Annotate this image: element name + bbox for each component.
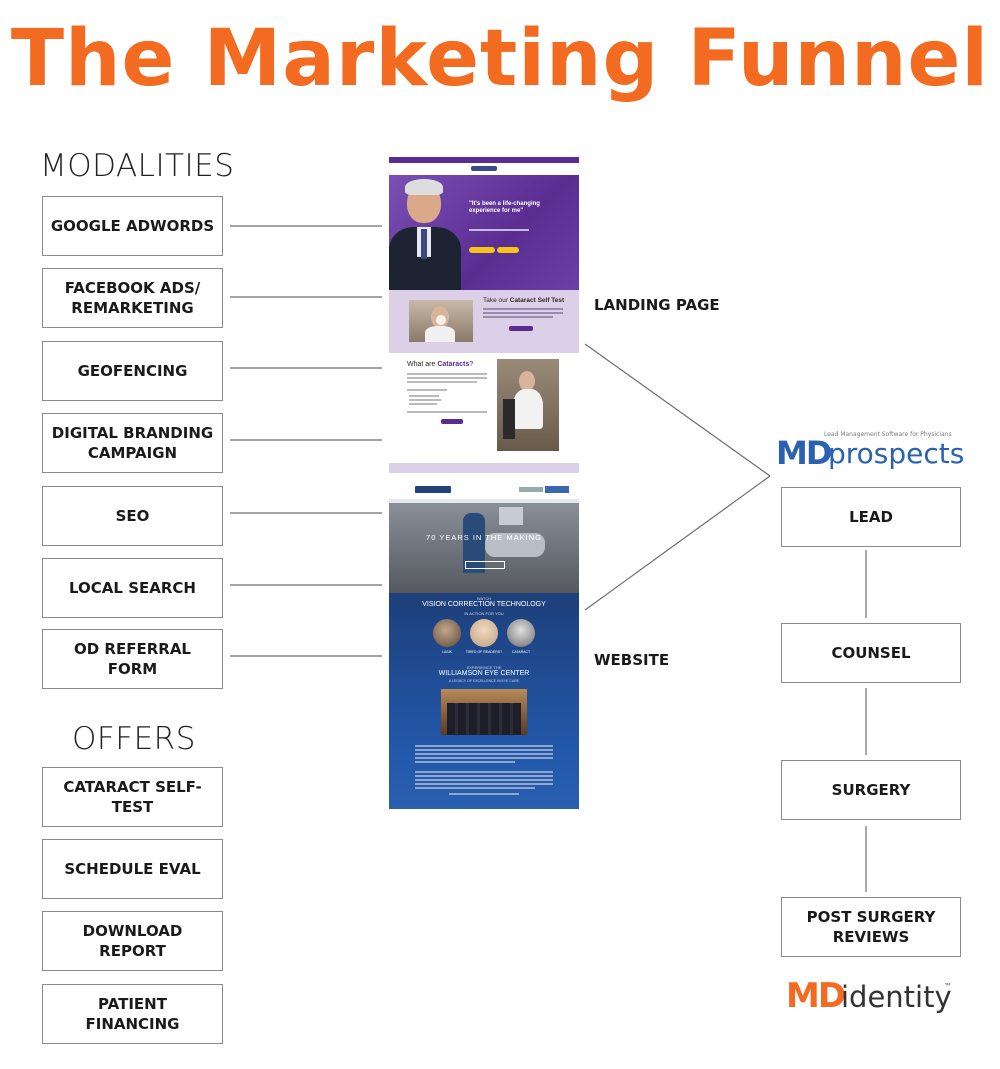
website-hero: 70 YEARS IN THE MAKING bbox=[389, 503, 579, 593]
website-blue-section: WATCH VISION CORRECTION TECHNOLOGY IN AC… bbox=[389, 593, 579, 809]
modality-seo: SEO bbox=[42, 486, 223, 546]
offer-patient-financing: PATIENT FINANCING bbox=[42, 984, 223, 1044]
landing-header bbox=[389, 163, 579, 175]
landing-cta-button bbox=[469, 247, 495, 253]
mdidentity-logo: MD identity ™ bbox=[786, 974, 966, 1022]
modality-local-search: LOCAL SEARCH bbox=[42, 558, 223, 618]
landing-page-label: LANDING PAGE bbox=[594, 296, 720, 314]
landing-self-test-section: Take our Cataract Self Test bbox=[389, 290, 579, 353]
mdidentity-word: identity bbox=[841, 980, 952, 1014]
video-thumbnail bbox=[409, 300, 473, 342]
mdprospects-logo: Lead Management Software for Physicians … bbox=[776, 430, 966, 472]
landing-cta-button-2 bbox=[497, 247, 519, 253]
website-label: WEBSITE bbox=[594, 651, 670, 669]
funnel-step-surgery: SURGERY bbox=[781, 760, 961, 820]
modality-digital-branding: DIGITAL BRANDING CAMPAIGN bbox=[42, 413, 223, 473]
person-tie bbox=[421, 229, 427, 259]
modality-geofencing: GEOFENCING bbox=[42, 341, 223, 401]
landing-page-thumbnail: "It's been a life-changing experience fo… bbox=[389, 157, 579, 473]
connector-website-to-funnel bbox=[584, 475, 771, 611]
funnel-step-lead: LEAD bbox=[781, 487, 961, 547]
website-thumbnail: 70 YEARS IN THE MAKING WATCH VISION CORR… bbox=[389, 481, 579, 809]
modalities-heading: MODALITIES bbox=[40, 148, 235, 184]
person-hair bbox=[405, 179, 443, 195]
page-title: The Marketing Funnel bbox=[10, 14, 990, 104]
funnel-step-post-surgery-reviews: POST SURGERY REVIEWS bbox=[781, 897, 961, 957]
mdidentity-md: MD bbox=[786, 976, 846, 1016]
mdprospects-md: MD bbox=[776, 434, 832, 472]
offer-download-report: DOWNLOAD REPORT bbox=[42, 911, 223, 971]
readers-circle bbox=[470, 619, 498, 647]
mdprospects-word: prospects bbox=[828, 437, 965, 470]
cataract-circle bbox=[507, 619, 535, 647]
landing-cataracts-section: What are Cataracts? bbox=[389, 353, 579, 463]
modality-google-adwords: GOOGLE ADWORDS bbox=[42, 196, 223, 256]
offers-heading: OFFERS bbox=[72, 721, 196, 757]
lasik-circle bbox=[433, 619, 461, 647]
website-center-name: WILLIAMSON EYE CENTER bbox=[438, 670, 530, 677]
website-section-title: VISION CORRECTION TECHNOLOGY bbox=[422, 601, 546, 608]
modality-facebook-ads: FACEBOOK ADS/ REMARKETING bbox=[42, 268, 223, 328]
landing-hero: "It's been a life-changing experience fo… bbox=[389, 175, 579, 290]
modality-od-referral-form: OD REFERRAL FORM bbox=[42, 629, 223, 689]
connector-landing-to-funnel bbox=[584, 343, 771, 477]
website-hero-text: 70 YEARS IN THE MAKING bbox=[426, 533, 542, 542]
cataracts-heading: What are Cataracts? bbox=[407, 361, 474, 368]
landing-quote: "It's been a life-changing experience fo… bbox=[469, 201, 540, 214]
mdidentity-tm: ™ bbox=[944, 982, 952, 991]
mdprospects-tagline: Lead Management Software for Physicians bbox=[824, 431, 952, 438]
offer-cataract-self-test: CATARACT SELF-TEST bbox=[42, 767, 223, 827]
self-test-heading: Take our Cataract Self Test bbox=[483, 297, 565, 304]
team-photo bbox=[441, 689, 527, 735]
landing-footer bbox=[389, 463, 579, 473]
self-test-button bbox=[509, 326, 533, 331]
cataracts-photo bbox=[497, 359, 559, 451]
funnel-step-counsel: COUNSEL bbox=[781, 623, 961, 683]
website-header bbox=[389, 481, 579, 499]
offer-schedule-eval: SCHEDULE EVAL bbox=[42, 839, 223, 899]
landing-topbar bbox=[389, 157, 579, 163]
